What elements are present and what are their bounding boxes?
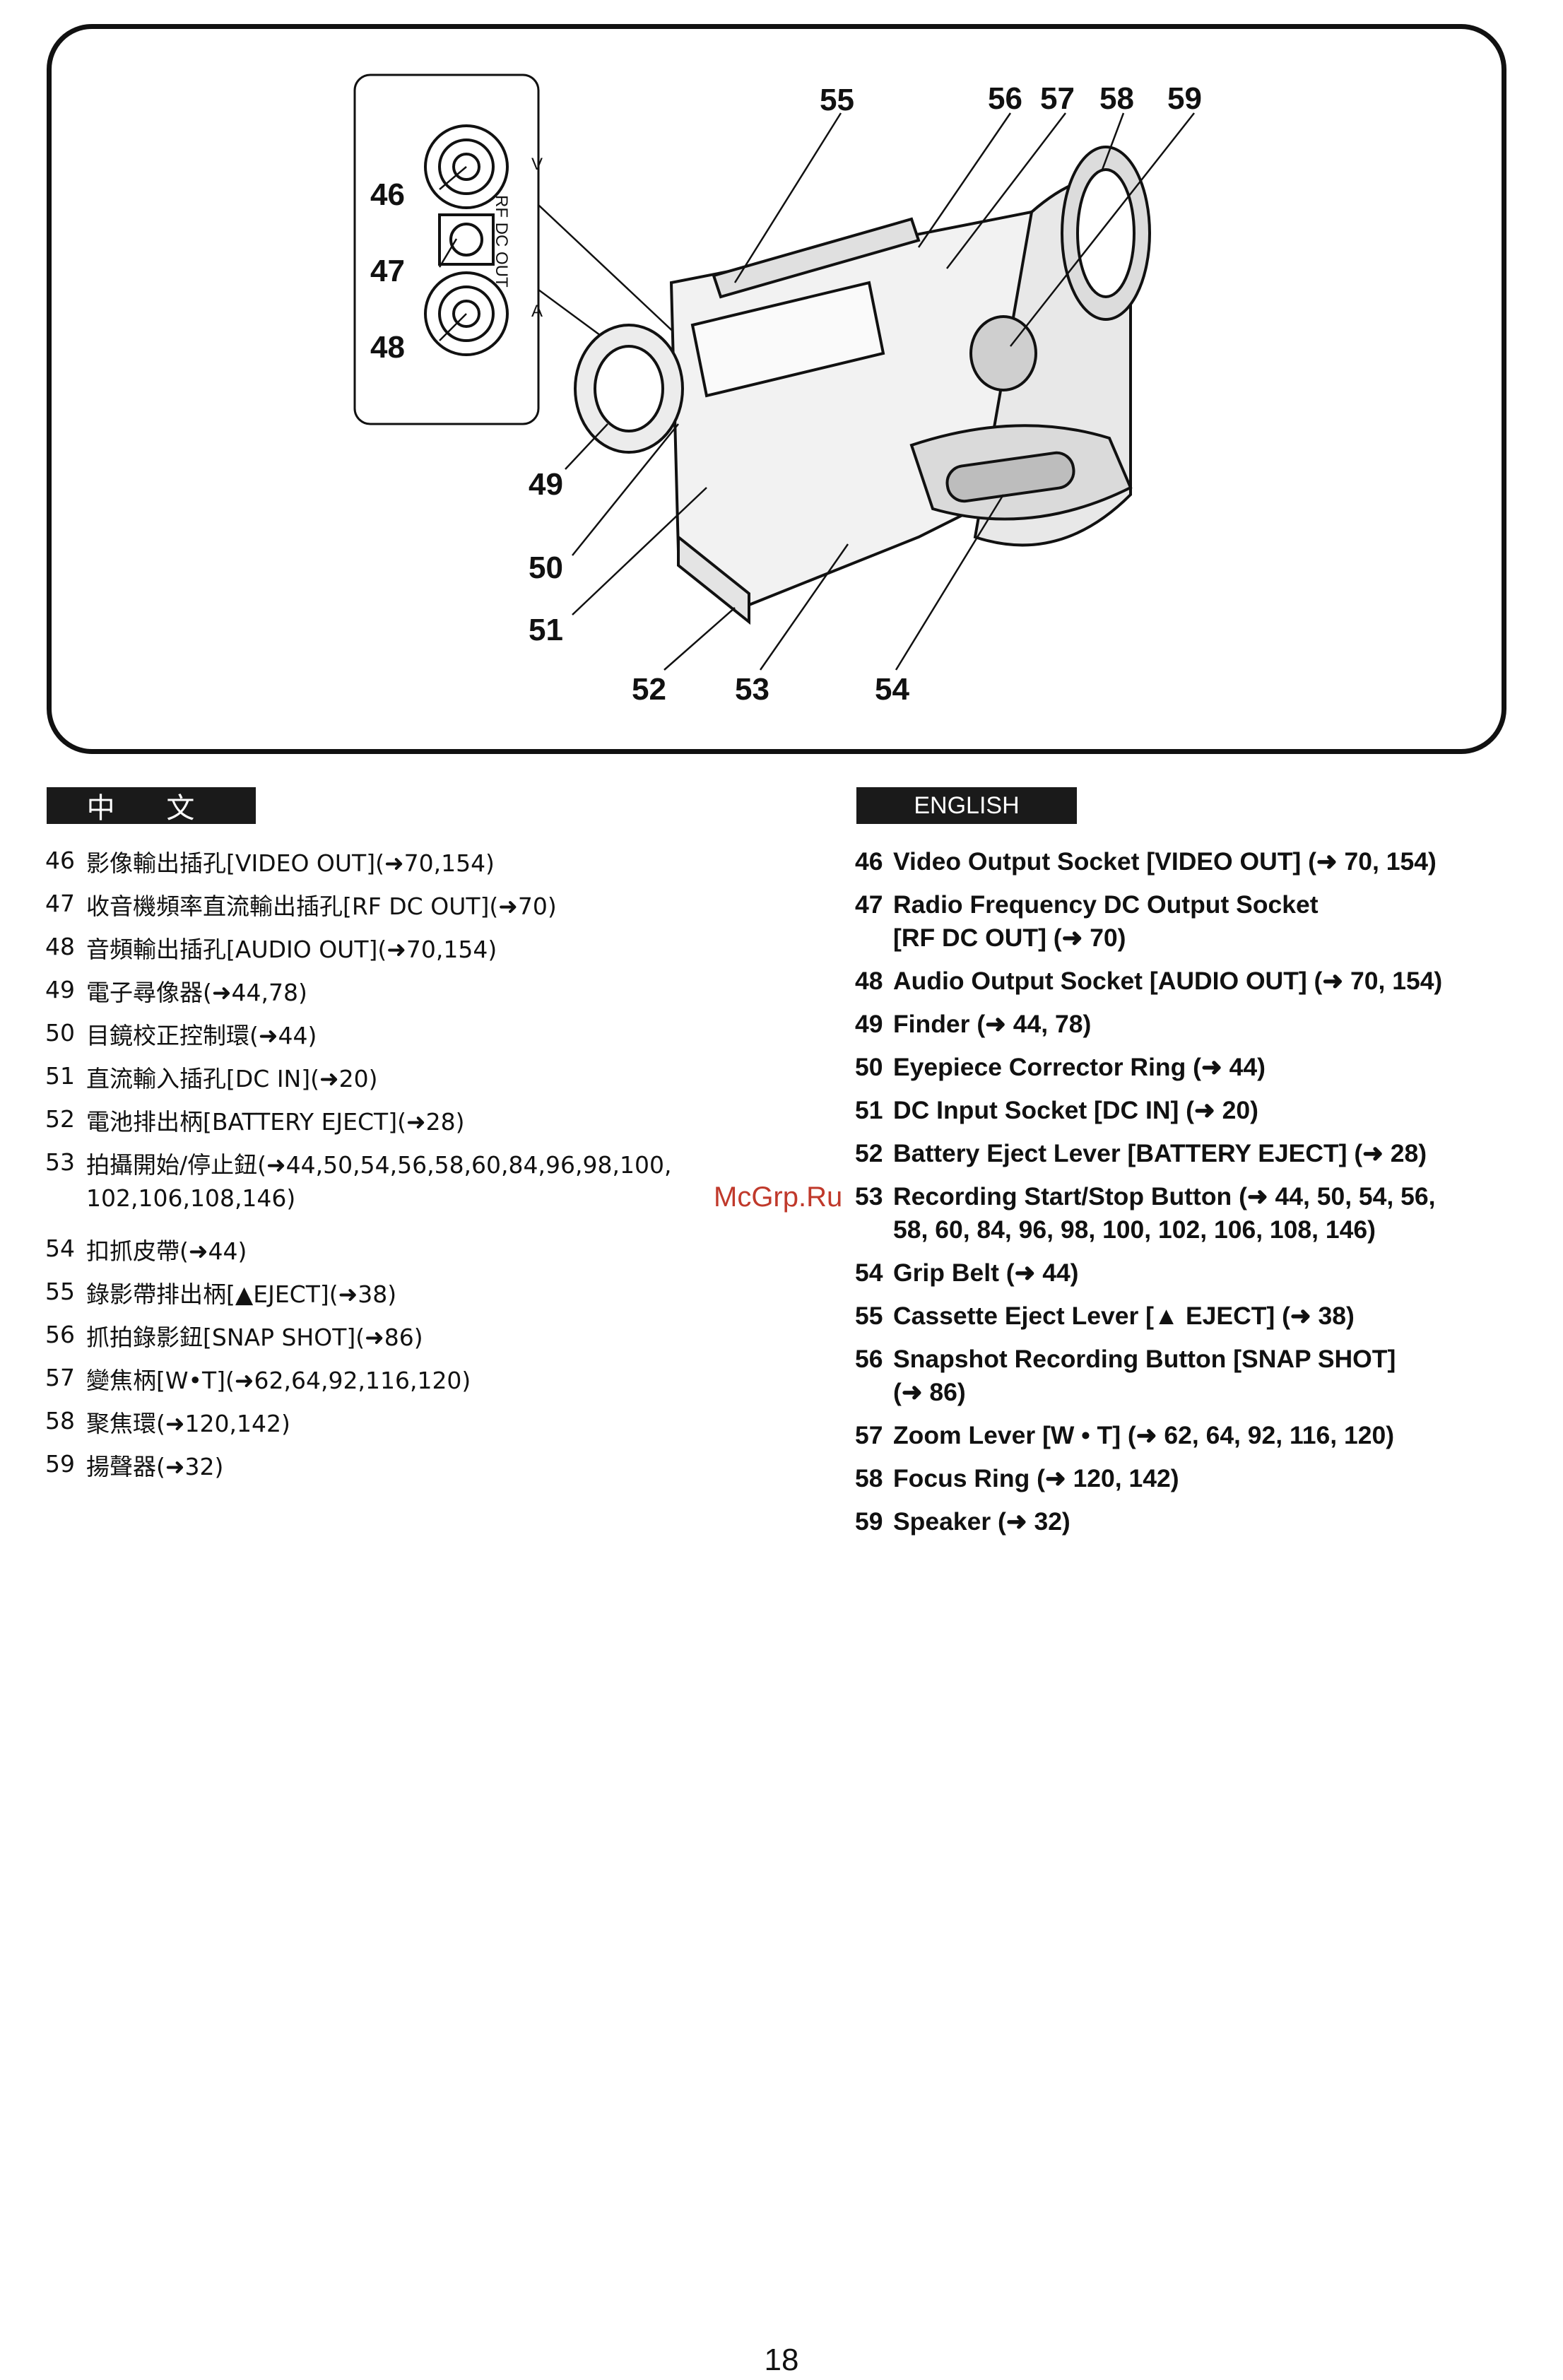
page-number: 18	[764, 2343, 799, 2377]
callout-48: 48	[370, 330, 405, 365]
camcorder-body	[574, 146, 1151, 625]
callout-58: 58	[1099, 81, 1134, 116]
callout-57: 57	[1040, 81, 1075, 116]
chinese-section-header: 中 文	[47, 787, 256, 825]
callout-47: 47	[370, 254, 405, 288]
figure-frame	[47, 24, 1506, 754]
callout-46: 46	[370, 177, 405, 212]
watermark: McGrp.Ru	[714, 1182, 843, 1213]
english-section-header: ENGLISH	[856, 787, 1077, 824]
callout-56: 56	[988, 81, 1022, 116]
callout-51: 51	[529, 613, 563, 647]
jack-label-v: V	[531, 155, 543, 174]
callout-49: 49	[529, 467, 563, 502]
callout-59: 59	[1167, 81, 1202, 116]
callout-50: 50	[529, 550, 563, 585]
camcorder-illustration: V A RF DC OUT	[353, 73, 1202, 707]
jack-label-a: A	[531, 302, 543, 321]
callout-54: 54	[875, 672, 909, 707]
jack-label-rf: RF DC OUT	[492, 195, 511, 288]
callout-52: 52	[632, 672, 666, 707]
callout-55: 55	[820, 83, 854, 117]
callout-53: 53	[735, 672, 769, 707]
